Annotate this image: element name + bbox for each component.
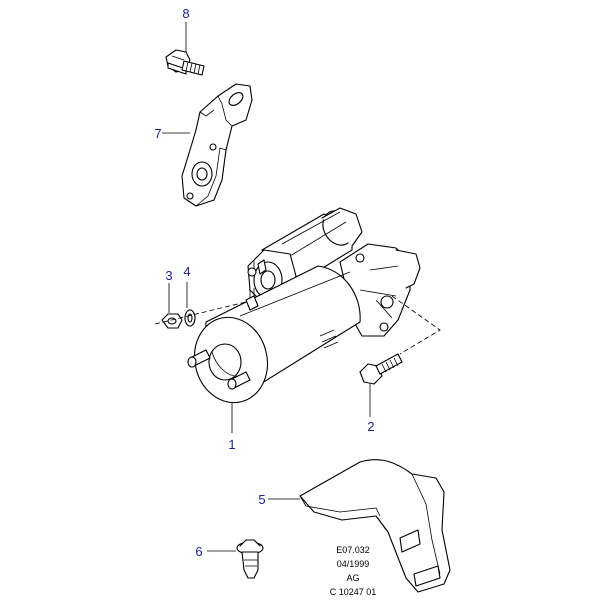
part-2-bolt[interactable] <box>359 353 403 385</box>
part-8-bolt[interactable] <box>165 49 205 76</box>
part-5-heat-shield[interactable] <box>299 459 451 593</box>
callout-5: 5 <box>258 492 265 507</box>
drawing-code-line-4: C 10247 01 <box>330 587 377 597</box>
callout-3: 3 <box>165 268 172 283</box>
part-4-washer[interactable] <box>184 309 196 327</box>
drawing-reference-code: E07.032 04/1999 AG C 10247 01 <box>330 545 377 597</box>
callout-6: 6 <box>195 544 202 559</box>
callout-4: 4 <box>183 264 190 279</box>
callout-2: 2 <box>367 419 374 434</box>
drawing-code-line-2: 04/1999 <box>337 559 370 569</box>
assembly-guide-lines <box>154 295 441 355</box>
part-6-clip[interactable] <box>236 539 264 579</box>
callout-8: 8 <box>182 6 189 21</box>
drawing-code-line-3: AG <box>346 573 359 583</box>
part-7-bracket[interactable] <box>181 83 253 207</box>
drawing-code-line-1: E07.032 <box>336 545 370 555</box>
callout-7: 7 <box>154 126 161 141</box>
callout-1: 1 <box>228 437 235 452</box>
part-1-starter-motor[interactable] <box>186 205 421 410</box>
callout-labels: 8 7 3 4 1 2 5 6 <box>154 6 374 559</box>
leader-lines <box>162 22 371 552</box>
part-3-nut[interactable] <box>161 313 183 329</box>
